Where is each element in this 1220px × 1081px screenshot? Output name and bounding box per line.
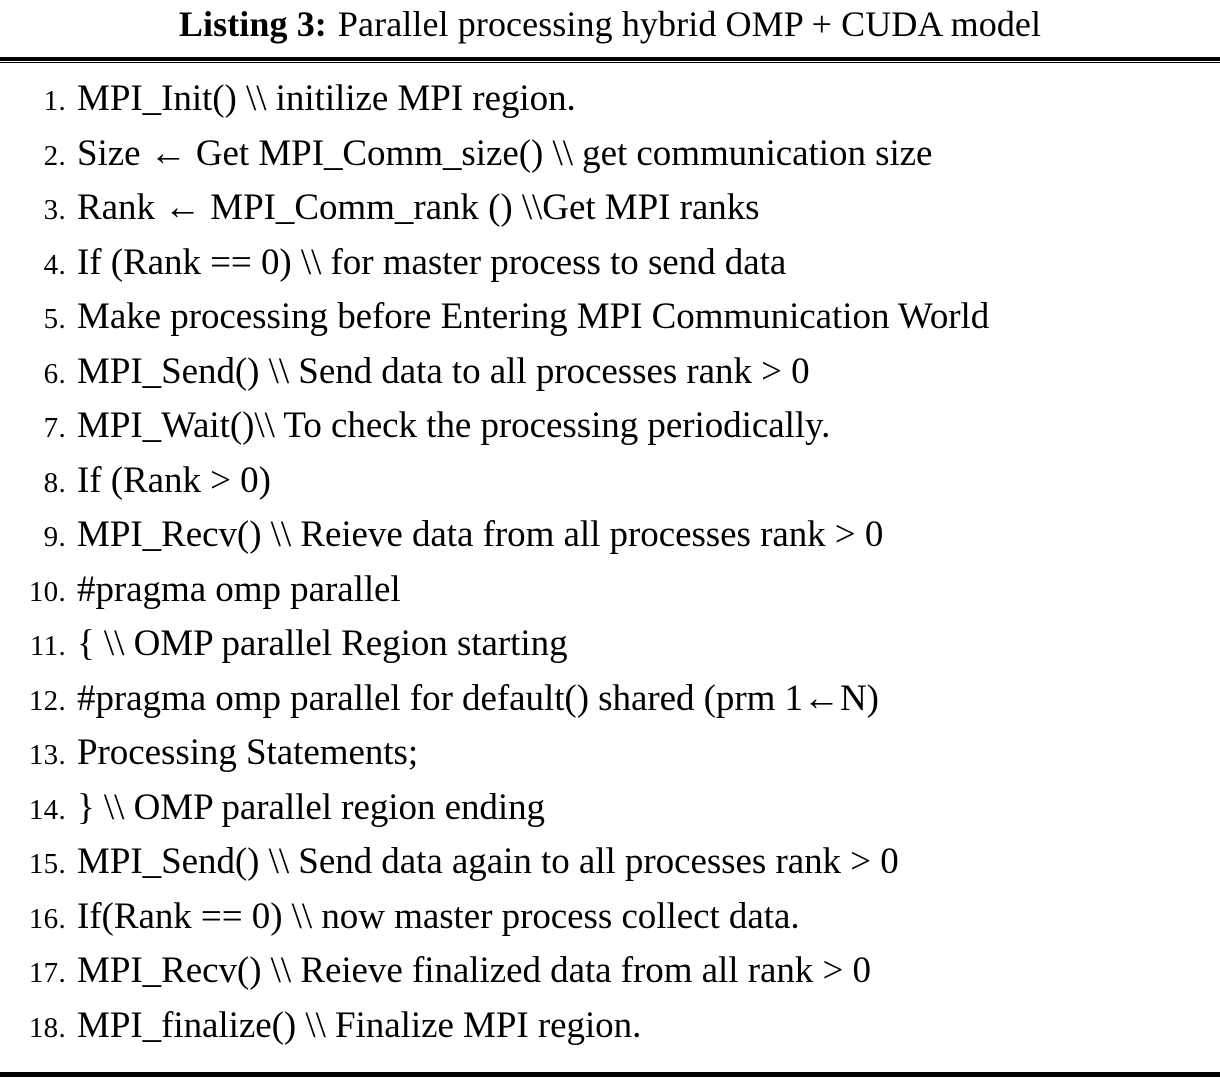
code-line: 6. MPI_Send() \\ Send data to all proces…: [20, 353, 1216, 408]
code-line: 1. MPI_Init() \\ initilize MPI region.: [20, 80, 1216, 135]
line-number: 17.: [28, 957, 66, 990]
line-content: MPI_Wait()\\ To check the processing per…: [77, 405, 831, 447]
caption-title: Parallel processing hybrid OMP + CUDA mo…: [337, 4, 1042, 44]
line-number: 1.: [43, 85, 66, 118]
code-line: 5. Make processing before Entering MPI C…: [20, 298, 1216, 353]
code-line: 11. { \\ OMP parallel Region starting: [20, 625, 1216, 680]
line-content: MPI_Recv() \\ Reieve data from all proce…: [77, 514, 884, 556]
caption-label: Listing 3:: [178, 4, 327, 44]
line-number: 11.: [29, 630, 66, 663]
line-content: If (Rank == 0) \\ for master process to …: [77, 241, 787, 283]
code-line: 8. If (Rank > 0): [20, 462, 1216, 517]
code-line: 3. Rank ← MPI_Comm_rank () \\Get MPI ran…: [20, 189, 1216, 244]
line-number: 14.: [28, 793, 66, 826]
line-number: 9.: [43, 521, 66, 554]
code-line: 4. If (Rank == 0) \\ for master process …: [20, 244, 1216, 299]
line-content: #pragma omp parallel: [77, 568, 401, 610]
line-content: Rank ← MPI_Comm_rank () \\Get MPI ranks: [77, 187, 760, 229]
line-number: 3.: [43, 194, 66, 227]
line-number: 18.: [28, 1011, 66, 1044]
line-content: { \\ OMP parallel Region starting: [77, 623, 568, 665]
listing-caption: Listing 3:Parallel processing hybrid OMP…: [0, 0, 1220, 45]
code-line: 15. MPI_Send() \\ Send data again to all…: [20, 843, 1216, 898]
code-listing-body: 1. MPI_Init() \\ initilize MPI region. 2…: [0, 63, 1220, 1081]
line-number: 5.: [43, 303, 66, 336]
caption-divider-rule: [0, 57, 1220, 64]
code-line: 9. MPI_Recv() \\ Reieve data from all pr…: [20, 516, 1216, 571]
line-content: Processing Statements;: [77, 732, 419, 774]
line-content: If (Rank > 0): [77, 459, 271, 501]
code-line: 12. #pragma omp parallel for default() s…: [20, 680, 1216, 735]
line-number: 12.: [28, 684, 66, 717]
line-content: } \\ OMP parallel region ending: [77, 786, 545, 828]
listing-bottom-rule: [0, 1072, 1220, 1077]
code-line: 2. Size ← Get MPI_Comm_size() \\ get com…: [20, 135, 1216, 190]
line-content: MPI_Send() \\ Send data to all processes…: [77, 350, 810, 392]
line-content: Size ← Get MPI_Comm_size() \\ get commun…: [77, 132, 933, 174]
code-line: 17. MPI_Recv() \\ Reieve finalized data …: [20, 952, 1216, 1007]
code-line: 16. If(Rank == 0) \\ now master process …: [20, 898, 1216, 953]
line-number: 15.: [28, 848, 66, 881]
line-content: MPI_Recv() \\ Reieve finalized data from…: [77, 950, 871, 992]
line-number: 8.: [43, 466, 66, 499]
line-content: #pragma omp parallel for default() share…: [77, 677, 879, 719]
line-number: 2.: [43, 139, 66, 172]
line-content: MPI_Send() \\ Send data again to all pro…: [77, 841, 899, 883]
line-content: Make processing before Entering MPI Comm…: [77, 296, 990, 338]
code-line: 13. Processing Statements;: [20, 734, 1216, 789]
line-content: MPI_Init() \\ initilize MPI region.: [77, 78, 576, 120]
line-number: 16.: [28, 902, 66, 935]
code-line: 18. MPI_finalize() \\ Finalize MPI regio…: [20, 1007, 1216, 1062]
code-line: 10. #pragma omp parallel: [20, 571, 1216, 626]
line-number: 4.: [43, 248, 66, 281]
line-content: If(Rank == 0) \\ now master process coll…: [77, 895, 800, 937]
line-number: 7.: [43, 412, 66, 445]
code-line: 14. } \\ OMP parallel region ending: [20, 789, 1216, 844]
line-number: 6.: [43, 357, 66, 390]
line-content: MPI_finalize() \\ Finalize MPI region.: [77, 1004, 642, 1046]
code-line: 7. MPI_Wait()\\ To check the processing …: [20, 407, 1216, 462]
line-number: 13.: [28, 739, 66, 772]
line-number: 10.: [28, 575, 66, 608]
